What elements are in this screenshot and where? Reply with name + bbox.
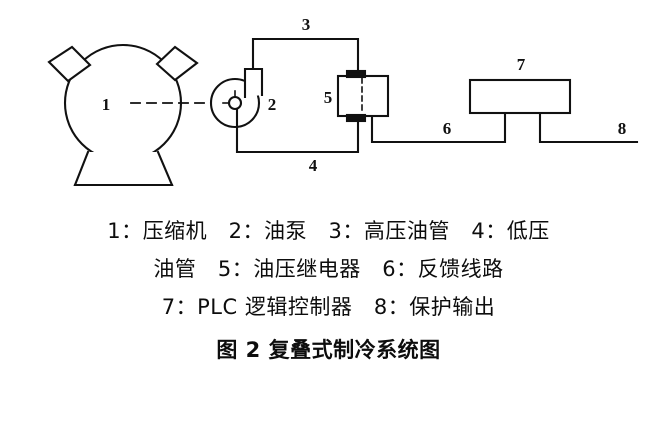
callout-8-protection-output: 8 — [618, 119, 627, 138]
oil-pump-outlet-stub — [243, 67, 264, 99]
legend-line-1: 1：压缩机 2：油泵 3：高压油管 4：低压 — [107, 219, 550, 243]
feedback-line — [370, 111, 507, 144]
callout-7-plc-controller: 7 — [517, 55, 526, 74]
protection-output-line — [538, 111, 639, 144]
diagram-canvas: 1 2 3 4 5 6 7 8 — [47, 15, 639, 187]
high-pressure-oil-pipe — [251, 37, 360, 72]
refrigeration-system-diagram: 1 2 3 4 5 6 7 8 — [0, 0, 657, 210]
callout-3-high-pressure-pipe: 3 — [302, 15, 311, 34]
callout-4-low-pressure-pipe: 4 — [309, 156, 318, 175]
oil-pressure-relay — [336, 69, 390, 123]
callout-2-oil-pump: 2 — [268, 95, 277, 114]
callout-5-oil-pressure-relay: 5 — [324, 88, 333, 107]
callout-6-feedback-line: 6 — [443, 119, 452, 138]
callout-1-compressor: 1 — [102, 95, 111, 114]
figure-caption-block: 1：压缩机 2：油泵 3：高压油管 4：低压 油管 5：油压继电器 6：反馈线路… — [0, 212, 657, 368]
figure-title: 图 2 复叠式制冷系统图 — [216, 338, 441, 362]
low-pressure-oil-pipe — [235, 107, 360, 154]
legend-line-3: 7：PLC 逻辑控制器 8：保护输出 — [161, 295, 496, 319]
compressor-port-right — [155, 45, 199, 82]
legend-line-2: 油管 5：油压继电器 6：反馈线路 — [153, 257, 504, 281]
plc-controller-box — [468, 78, 572, 115]
compressor-port-left — [47, 45, 92, 83]
compressor-base — [73, 150, 174, 187]
